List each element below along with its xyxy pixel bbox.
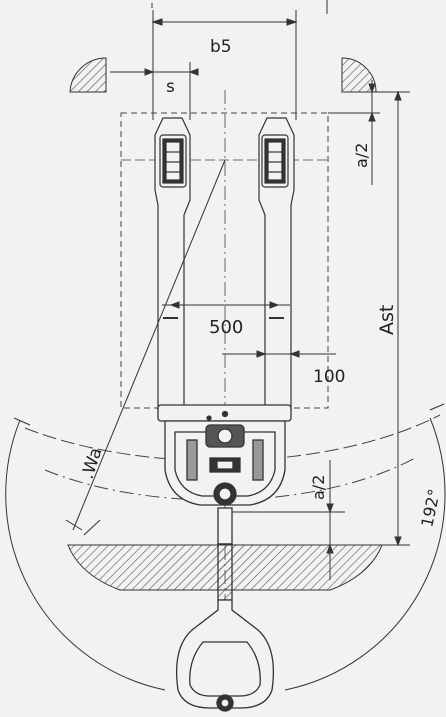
label-wa: .Wa bbox=[78, 445, 107, 481]
label-a2-bottom: a/2 bbox=[309, 475, 328, 500]
wa-arrow-tick-2 bbox=[83, 519, 101, 536]
label-100: 100 bbox=[313, 367, 345, 387]
angle-tick-left bbox=[13, 417, 31, 426]
pallet-outline bbox=[120, 112, 329, 409]
dimension-100 bbox=[222, 345, 336, 410]
wa-line bbox=[72, 159, 226, 531]
tiller bbox=[175, 507, 275, 712]
label-500: 500 bbox=[209, 317, 243, 338]
label-s: s bbox=[166, 77, 175, 97]
dimension-500 bbox=[162, 301, 290, 319]
label-b5: b5 bbox=[210, 37, 232, 57]
angle-tick-right bbox=[429, 403, 445, 411]
label-ast: Ast bbox=[376, 305, 398, 335]
wa-arrow-tick bbox=[65, 519, 83, 531]
dimension-s bbox=[110, 62, 199, 120]
fork-left bbox=[154, 117, 191, 411]
truck-body bbox=[157, 404, 292, 506]
fork-right bbox=[258, 117, 295, 411]
dimension-b5 bbox=[151, 0, 328, 120]
label-a2-top: a/2 bbox=[352, 143, 371, 168]
outer-turning-arc-left bbox=[5, 419, 166, 691]
outer-turning-arc-right bbox=[284, 417, 446, 691]
label-angle-192: 192° bbox=[417, 487, 444, 529]
rack-block-left bbox=[69, 57, 107, 93]
